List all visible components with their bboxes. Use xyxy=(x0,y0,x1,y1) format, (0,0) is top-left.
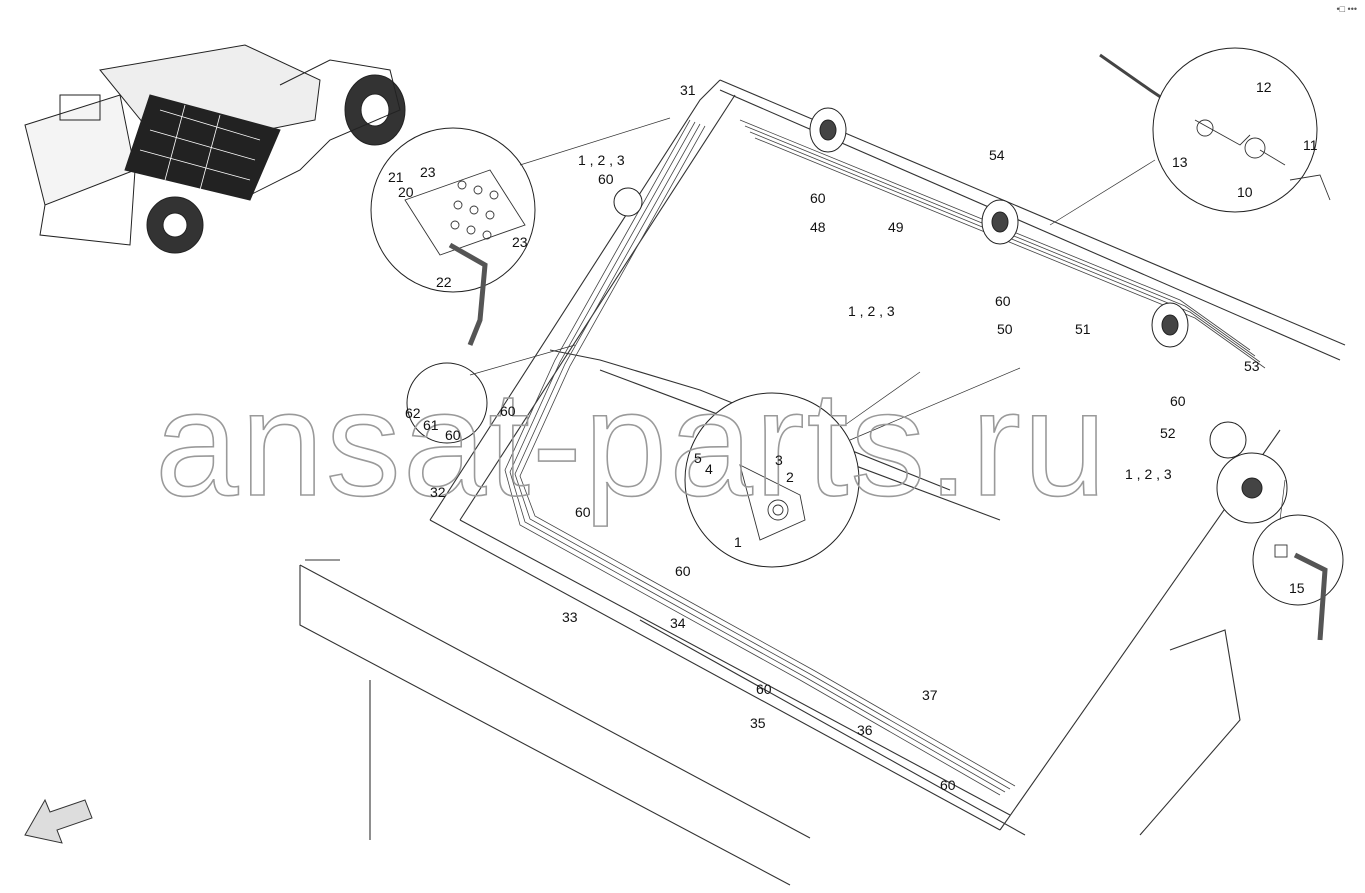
callout-20: 20 xyxy=(398,184,414,200)
callout-13: 13 xyxy=(1172,154,1188,170)
callout-60-i: 60 xyxy=(756,681,772,697)
callout-10: 10 xyxy=(1237,184,1253,200)
callout-15: 15 xyxy=(1289,580,1305,596)
callout-23-b: 23 xyxy=(512,234,528,250)
callout-1-2-3-a: 1 , 2 , 3 xyxy=(578,152,625,168)
callout-60-f: 60 xyxy=(500,403,516,419)
hose-bundle xyxy=(504,53,1266,796)
callout-33: 33 xyxy=(562,609,578,625)
detail-circles xyxy=(370,47,1344,606)
callout-60-e: 60 xyxy=(445,427,461,443)
callout-60-j: 60 xyxy=(940,777,956,793)
detail-circle-valve xyxy=(684,392,860,568)
callout-60-a: 60 xyxy=(598,171,614,187)
callout-labels: 31 1 , 2 , 3 60 21 20 23 23 22 54 60 48 … xyxy=(388,79,1318,793)
callout-1-2-3-c: 1 , 2 , 3 xyxy=(1125,466,1172,482)
callout-60-d: 60 xyxy=(1170,393,1186,409)
leader-lines xyxy=(469,117,1286,521)
callout-23-a: 23 xyxy=(420,164,436,180)
callout-37: 37 xyxy=(922,687,938,703)
callout-53: 53 xyxy=(1244,358,1260,374)
detail-circle-coupling xyxy=(1152,47,1318,213)
callout-48: 48 xyxy=(810,219,826,235)
orientation-arrow-icon xyxy=(24,798,93,844)
callout-51: 51 xyxy=(1075,321,1091,337)
callout-1: 1 xyxy=(734,534,742,550)
callout-61: 61 xyxy=(423,417,439,433)
callout-35: 35 xyxy=(750,715,766,731)
callout-34: 34 xyxy=(670,615,686,631)
corner-mark: •□ ••• xyxy=(1336,4,1357,14)
callout-60-c: 60 xyxy=(995,293,1011,309)
callout-50: 50 xyxy=(997,321,1013,337)
detail-circle-clamp xyxy=(406,362,488,444)
callout-60-h: 60 xyxy=(675,563,691,579)
detail-contents xyxy=(404,119,1331,641)
callout-60-g: 60 xyxy=(575,504,591,520)
callout-22: 22 xyxy=(436,274,452,290)
watermark-text: ansat-parts.ru xyxy=(155,359,1108,527)
detail-circle-hose-end xyxy=(1252,514,1344,606)
detail-circle-fitting-block xyxy=(370,127,536,293)
callout-4: 4 xyxy=(705,461,713,477)
callout-3: 3 xyxy=(775,452,783,468)
callout-49: 49 xyxy=(888,219,904,235)
callout-2: 2 xyxy=(786,469,794,485)
callout-31: 31 xyxy=(680,82,696,98)
pulleys xyxy=(613,107,1288,524)
machine-overview-thumbnail xyxy=(24,44,406,254)
callout-32: 32 xyxy=(430,484,446,500)
callout-11: 11 xyxy=(1303,137,1318,153)
callout-1-2-3-b: 1 , 2 , 3 xyxy=(848,303,895,319)
callout-62: 62 xyxy=(405,405,421,421)
callout-21: 21 xyxy=(388,169,404,185)
callout-54: 54 xyxy=(989,147,1005,163)
callout-5: 5 xyxy=(694,450,702,466)
callout-36: 36 xyxy=(857,722,873,738)
callout-12: 12 xyxy=(1256,79,1272,95)
callout-52: 52 xyxy=(1160,425,1176,441)
callout-60-b: 60 xyxy=(810,190,826,206)
